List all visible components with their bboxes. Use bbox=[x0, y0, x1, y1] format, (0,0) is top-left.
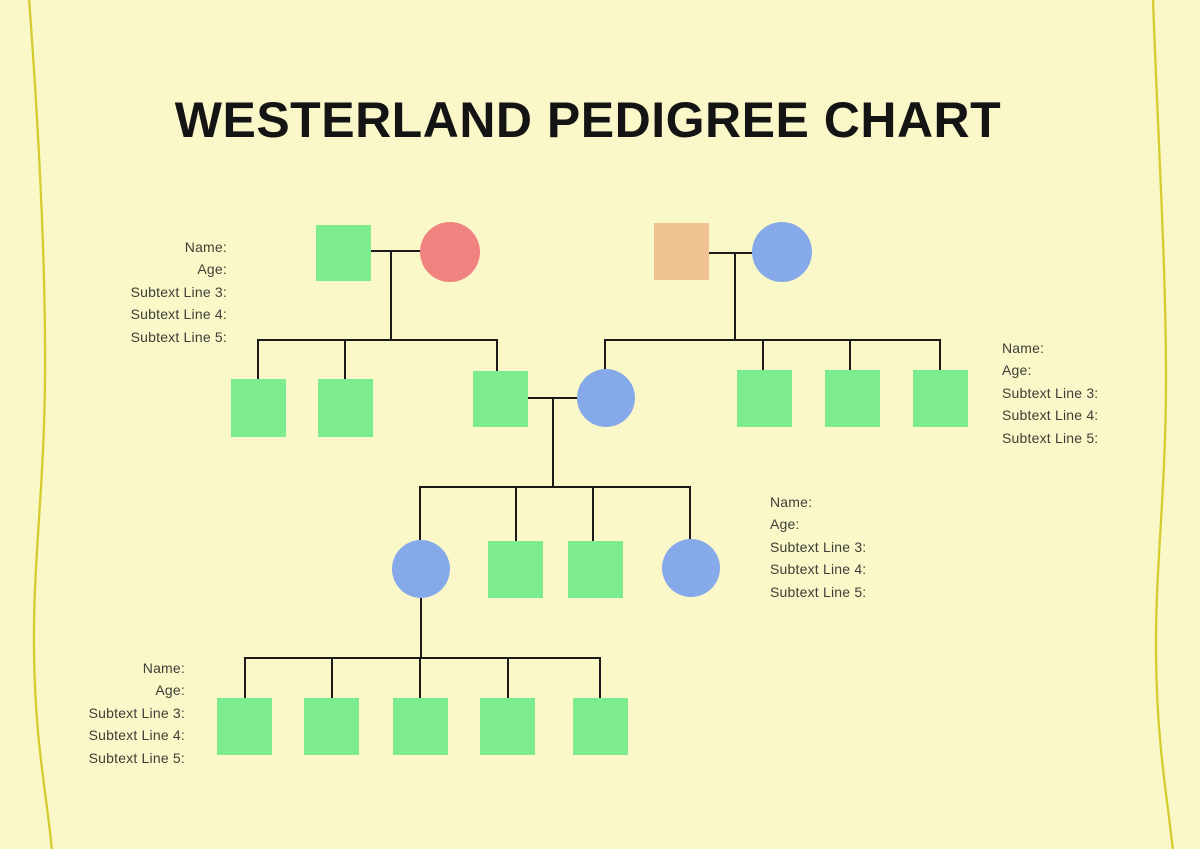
subtext-line-5-label: Subtext Line 5: bbox=[130, 328, 227, 345]
age-label: Age: bbox=[1002, 362, 1032, 379]
green-square-nodes bbox=[217, 225, 968, 755]
left-edge-curve-line bbox=[27, 0, 53, 849]
gen2-couple-connector bbox=[528, 397, 577, 487]
gen2-left-child3-square bbox=[473, 371, 528, 427]
gen4-child4-square bbox=[480, 698, 535, 755]
subtext-line-5-label: Subtext Line 5: bbox=[770, 583, 867, 600]
gen1-right-couple-connector bbox=[709, 252, 752, 340]
name-label: Name: bbox=[1002, 340, 1045, 356]
gen2-right-child2-square bbox=[737, 370, 792, 427]
decorative-edge-curves bbox=[27, 0, 1174, 849]
subtext-line-3-label: Subtext Line 3: bbox=[770, 538, 867, 555]
gen1-left-couple-connector bbox=[371, 250, 421, 340]
gen3-child1-circle bbox=[392, 540, 450, 598]
label-block-generation4-left: Name: Age: Subtext Line 3: Subtext Line … bbox=[89, 657, 185, 769]
subtext-line-4-label: Subtext Line 4: bbox=[770, 561, 867, 578]
gen4-child3-square bbox=[393, 698, 448, 755]
gen2-right-child4-square bbox=[913, 370, 968, 427]
gen2-right-child1-circle bbox=[577, 369, 635, 427]
gen4-sibship-connector bbox=[244, 657, 601, 698]
blue-circle-nodes bbox=[392, 222, 812, 598]
name-label: Name: bbox=[184, 239, 227, 255]
red-circle-nodes bbox=[420, 222, 480, 282]
label-block-generation1-left: Name: Age: Subtext Line 3: Subtext Line … bbox=[131, 236, 227, 348]
gen4-child1-square bbox=[217, 698, 272, 755]
age-label: Age: bbox=[770, 516, 800, 533]
subtext-line-3-label: Subtext Line 3: bbox=[1002, 384, 1099, 401]
subtext-line-3-label: Subtext Line 3: bbox=[88, 704, 185, 721]
gen3-child4-circle bbox=[662, 539, 720, 597]
label-block-generation2-right: Name: Age: Subtext Line 3: Subtext Line … bbox=[1002, 337, 1098, 449]
gen1-right-partner-circle bbox=[752, 222, 812, 282]
subtext-line-4-label: Subtext Line 4: bbox=[130, 306, 227, 323]
label-block-generation3-right: Name: Age: Subtext Line 3: Subtext Line … bbox=[770, 491, 866, 603]
subtext-line-5-label: Subtext Line 5: bbox=[1002, 429, 1099, 446]
subtext-line-4-label: Subtext Line 4: bbox=[1002, 407, 1099, 424]
subtext-line-3-label: Subtext Line 3: bbox=[130, 283, 227, 300]
gen2-left-child1-square bbox=[231, 379, 286, 437]
gen3-child2-square bbox=[488, 541, 543, 598]
gen1-right-partner-square bbox=[654, 223, 709, 280]
page-title: WESTERLAND PEDIGREE CHART bbox=[174, 92, 1002, 148]
connector-lines bbox=[244, 250, 941, 698]
gen4-child2-square bbox=[304, 698, 359, 755]
age-label: Age: bbox=[197, 261, 227, 278]
subtext-line-4-label: Subtext Line 4: bbox=[88, 727, 185, 744]
age-label: Age: bbox=[155, 682, 185, 699]
orange-square-nodes bbox=[654, 223, 709, 280]
gen3-sibship-connector bbox=[419, 486, 691, 541]
right-edge-curve-line bbox=[1151, 0, 1174, 849]
gen2-left-child2-square bbox=[318, 379, 373, 437]
gen1-left-partner-circle bbox=[420, 222, 480, 282]
gen4-child5-square bbox=[573, 698, 628, 755]
name-label: Name: bbox=[142, 660, 185, 676]
gen2-left-sibship-connector bbox=[257, 339, 498, 379]
gen2-right-child3-square bbox=[825, 370, 880, 427]
subtext-line-5-label: Subtext Line 5: bbox=[88, 749, 185, 766]
gen3-child3-square bbox=[568, 541, 623, 598]
name-label: Name: bbox=[770, 494, 813, 510]
gen1-left-partner-square bbox=[316, 225, 371, 281]
gen2-right-sibship-connector bbox=[604, 339, 941, 370]
